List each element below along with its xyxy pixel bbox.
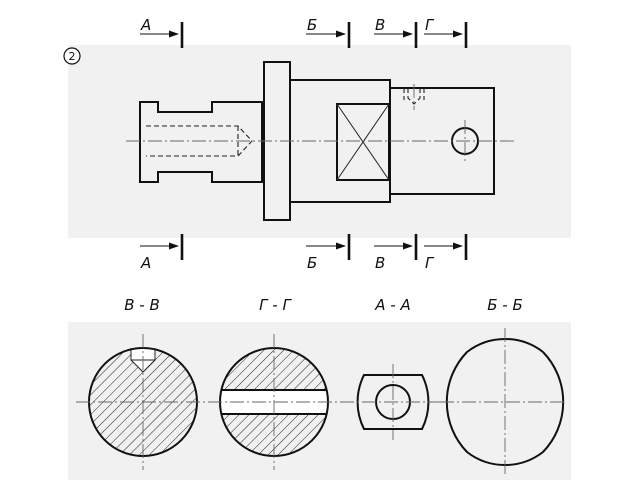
svg-text:А: А xyxy=(140,16,151,34)
section-title-gg: Г - Г xyxy=(259,296,292,314)
svg-text:В: В xyxy=(375,254,385,272)
cut-mark-b-top: Б xyxy=(306,16,351,48)
part-main-view xyxy=(126,61,515,221)
section-vv xyxy=(76,334,210,470)
section-gg xyxy=(208,334,340,470)
svg-text:Б: Б xyxy=(307,16,317,34)
section-aa xyxy=(340,364,446,440)
svg-text:А: А xyxy=(140,254,151,272)
cut-mark-g-bottom: Г xyxy=(424,234,468,272)
svg-text:В: В xyxy=(375,16,385,34)
top-view-panel xyxy=(68,45,571,238)
cut-mark-v-top: В xyxy=(374,16,418,48)
section-title-bb: Б - Б xyxy=(487,296,523,314)
section-title-vv: В - В xyxy=(124,296,160,314)
svg-text:2: 2 xyxy=(69,50,76,63)
figure-number: 2 xyxy=(63,47,81,65)
svg-text:Б: Б xyxy=(307,254,317,272)
cut-mark-b-bottom: Б xyxy=(306,234,351,272)
svg-text:Г: Г xyxy=(425,16,435,34)
cut-mark-a-top: А xyxy=(140,16,184,48)
svg-text:Г: Г xyxy=(425,254,435,272)
cut-mark-a-bottom: А xyxy=(140,234,184,272)
cut-mark-v-bottom: В xyxy=(374,234,418,272)
section-bb xyxy=(440,328,566,476)
section-title-aa: А - А xyxy=(374,296,410,314)
cut-mark-g-top: Г xyxy=(424,16,468,48)
